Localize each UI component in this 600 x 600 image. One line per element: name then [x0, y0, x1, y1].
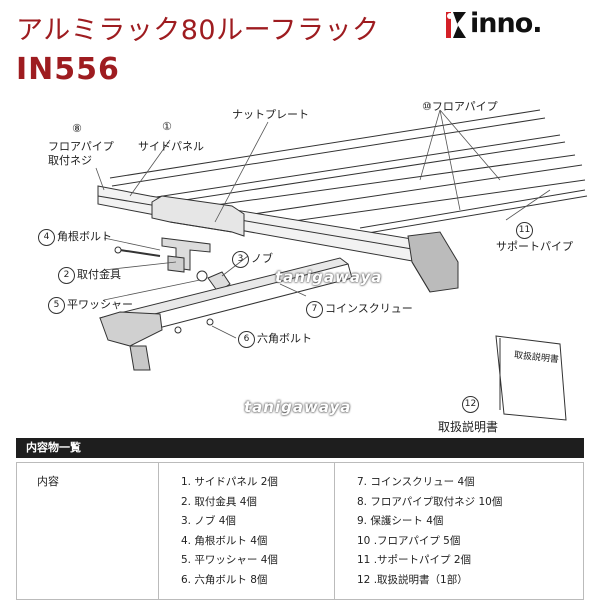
list-item: 1. サイドパネル 2個 — [181, 476, 278, 488]
number-11: 11 — [516, 222, 533, 239]
contents-column-right: 7. コインスクリュー 4個 8. フロアパイプ取付ネジ 10個 9. 保護シー… — [335, 463, 585, 599]
number-11-wrap: 11 — [516, 222, 535, 239]
watermark-2: tanigawaya — [244, 398, 352, 416]
list-item: 3. ノブ 4個 — [181, 515, 236, 527]
model-number: IN556 — [16, 52, 120, 87]
page-title: アルミラック80ルーフラック — [16, 15, 380, 46]
contents-body: 内容 1. サイドパネル 2個 2. 取付金具 4個 3. ノブ 4個 4. 角… — [16, 462, 584, 600]
label-square-bolt: 角根ボルト — [57, 230, 112, 243]
roof-rack-diagram — [95, 109, 588, 421]
label-floor-pipe-screw-1: フロアパイプ — [48, 140, 114, 153]
number-6: 6 — [238, 330, 255, 348]
number-1: ① — [162, 120, 172, 133]
label-knob: ノブ — [251, 252, 273, 265]
inno-logo-icon — [446, 12, 466, 38]
logo-text: inno. — [470, 8, 543, 39]
list-item: 2. 取付金具 4個 — [181, 495, 257, 508]
list-item: 5. 平ワッシャー 4個 — [181, 554, 278, 566]
number-8: ⑧ — [72, 122, 82, 135]
number-12: 12 — [462, 396, 479, 413]
watermark-1: tanigawaya — [275, 268, 383, 286]
nut-plate — [151, 195, 245, 237]
leader-lines — [95, 109, 551, 339]
contents-table: 内容物一覧 内容 1. サイドパネル 2個 2. 取付金具 4個 3. ノブ 4… — [16, 438, 584, 600]
label-side-panel: サイドパネル — [138, 140, 204, 153]
number-12-wrap: 12 — [462, 396, 481, 413]
floor-pipes — [109, 109, 586, 231]
list-item: 10 .フロアパイプ 5個 — [357, 534, 461, 547]
square-bolt-head — [114, 246, 122, 254]
label-floor-pipe: ⑩フロアパイプ — [422, 100, 498, 113]
label-nut-plate: ナットプレート — [232, 108, 309, 121]
hex-bolts — [174, 318, 214, 334]
contents-header: 内容物一覧 — [16, 438, 584, 458]
label-coin-screw: コインスクリュー — [325, 302, 413, 315]
number-2: 2 — [58, 266, 75, 284]
number-4: 4 — [38, 228, 55, 246]
label-support-pipe: サポートパイプ — [496, 240, 573, 253]
flat-washer — [196, 270, 208, 282]
list-item: 7. コインスクリュー 4個 — [357, 476, 475, 488]
contents-label: 内容 — [17, 463, 159, 599]
label-hex-bolt: 六角ボルト — [257, 332, 312, 345]
list-item: 4. 角根ボルト 4個 — [181, 534, 268, 547]
number-5: 5 — [48, 296, 65, 314]
square-bolt — [119, 249, 161, 257]
label-mount-bracket: 取付金具 — [77, 268, 121, 281]
list-item: 11 .サポートパイプ 2個 — [357, 554, 472, 566]
crossbar — [99, 257, 353, 371]
number-3: 3 — [232, 250, 249, 268]
label-floor-pipe-screw-2: 取付ネジ — [48, 154, 92, 167]
label-manual: 取扱説明書 — [438, 420, 499, 434]
mount-bracket — [161, 237, 211, 273]
inno-logo: inno. — [444, 8, 578, 40]
contents-column-left: 1. サイドパネル 2個 2. 取付金具 4個 3. ノブ 4個 4. 角根ボル… — [159, 463, 335, 599]
list-item: 12 .取扱説明書（1部） — [357, 573, 468, 586]
number-7: 7 — [306, 300, 323, 318]
list-item: 8. フロアパイプ取付ネジ 10個 — [357, 495, 503, 508]
list-item: 6. 六角ボルト 8個 — [181, 573, 268, 586]
label-flat-washer: 平ワッシャー — [67, 298, 133, 311]
list-item: 9. 保護シート 4個 — [357, 515, 444, 527]
support-pipe — [359, 189, 588, 235]
manual-booklet — [495, 335, 567, 421]
